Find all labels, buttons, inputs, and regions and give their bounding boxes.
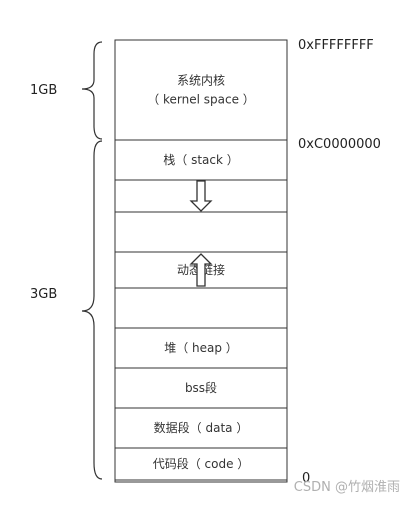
- heap-growth-arrow-icon: [189, 253, 213, 287]
- kernel-brace: [81, 41, 103, 140]
- kernel-size-label: 1GB: [30, 83, 57, 98]
- watermark: CSDN @竹烟淮雨: [293, 480, 400, 495]
- segment-label: 栈（ stack ）: [163, 152, 239, 167]
- segment-label: 代码段（ code ）: [153, 456, 250, 471]
- segments-layer: 系统内核（ kernel space ）栈（ stack ）动态链接堆（ hea…: [114, 39, 288, 483]
- arrows-layer: [189, 180, 213, 287]
- segment-box: [114, 211, 288, 253]
- segment-label: 系统内核: [177, 74, 225, 88]
- user-brace: [81, 140, 103, 480]
- segment-box: [114, 287, 288, 329]
- address-kernel-boundary: 0xC0000000: [298, 137, 381, 152]
- segment-box: [114, 139, 288, 181]
- braces-layer: [81, 41, 103, 480]
- stack-growth-arrow-icon: [189, 180, 213, 212]
- segment-label: 堆（ heap ）: [164, 341, 238, 355]
- segment-label: （ kernel space ）: [147, 93, 255, 107]
- segment-label: bss段: [185, 380, 217, 395]
- segment-box: [114, 327, 288, 369]
- segment-box: [114, 479, 288, 483]
- segment-box: [114, 367, 288, 409]
- user-size-label: 3GB: [30, 287, 57, 302]
- address-bottom: 0: [302, 471, 310, 486]
- segment-box: [114, 447, 288, 481]
- address-top: 0xFFFFFFFF: [298, 38, 374, 53]
- segment-box: [114, 407, 288, 449]
- segment-label: 数据段（ data ）: [154, 420, 249, 435]
- segment-box: [114, 39, 288, 141]
